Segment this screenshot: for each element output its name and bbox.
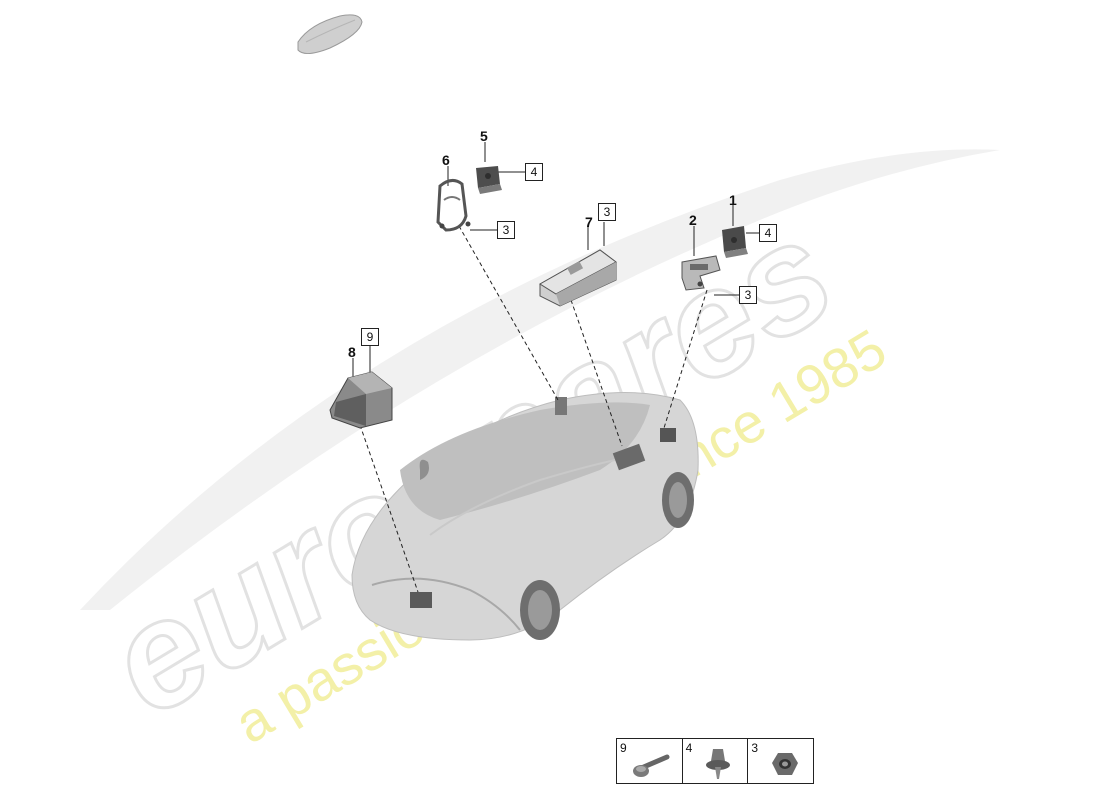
clip-icon <box>705 749 730 779</box>
legend-number: 9 <box>620 741 627 755</box>
installed-sensor-right <box>660 428 676 442</box>
part-6-bracket[interactable] <box>436 179 471 232</box>
callout-1[interactable]: 1 <box>729 192 737 208</box>
part-8-radar-unit[interactable] <box>329 371 393 429</box>
callout-2[interactable]: 2 <box>689 212 697 228</box>
part-7-control-unit[interactable] <box>539 249 617 307</box>
installed-control-unit <box>612 443 646 471</box>
callout-8[interactable]: 8 <box>348 344 356 360</box>
part-5-sensor[interactable] <box>476 166 502 194</box>
leader-lines <box>359 225 708 593</box>
legend-cell-9[interactable]: 9 <box>617 739 683 783</box>
nut-icon <box>772 753 799 775</box>
legend-cell-3[interactable]: 3 <box>748 739 813 783</box>
part-2-bracket[interactable] <box>681 255 721 291</box>
ref-box-3-a[interactable]: 3 <box>497 221 515 239</box>
small-parts-legend: 9 4 3 <box>616 738 814 784</box>
part-1-sensor[interactable] <box>722 226 748 258</box>
ref-box-4-a[interactable]: 4 <box>525 163 543 181</box>
callout-6[interactable]: 6 <box>442 152 450 168</box>
callout-7[interactable]: 7 <box>585 214 593 230</box>
legend-cell-4[interactable]: 4 <box>683 739 749 783</box>
legend-number: 3 <box>751 741 759 755</box>
ref-box-4-b[interactable]: 4 <box>759 224 777 242</box>
installed-radar-front <box>410 592 432 608</box>
callout-5[interactable]: 5 <box>480 128 488 144</box>
installed-sensor-left <box>555 397 567 415</box>
bolt-icon <box>633 754 670 777</box>
legend-number: 4 <box>685 741 693 755</box>
car-body <box>351 392 699 641</box>
car-thumbnail-icon[interactable] <box>297 14 363 54</box>
installed-parts <box>410 397 676 608</box>
ref-box-9[interactable]: 9 <box>361 328 379 346</box>
ref-box-3-c[interactable]: 3 <box>739 286 757 304</box>
ref-box-3-b[interactable]: 3 <box>598 203 616 221</box>
